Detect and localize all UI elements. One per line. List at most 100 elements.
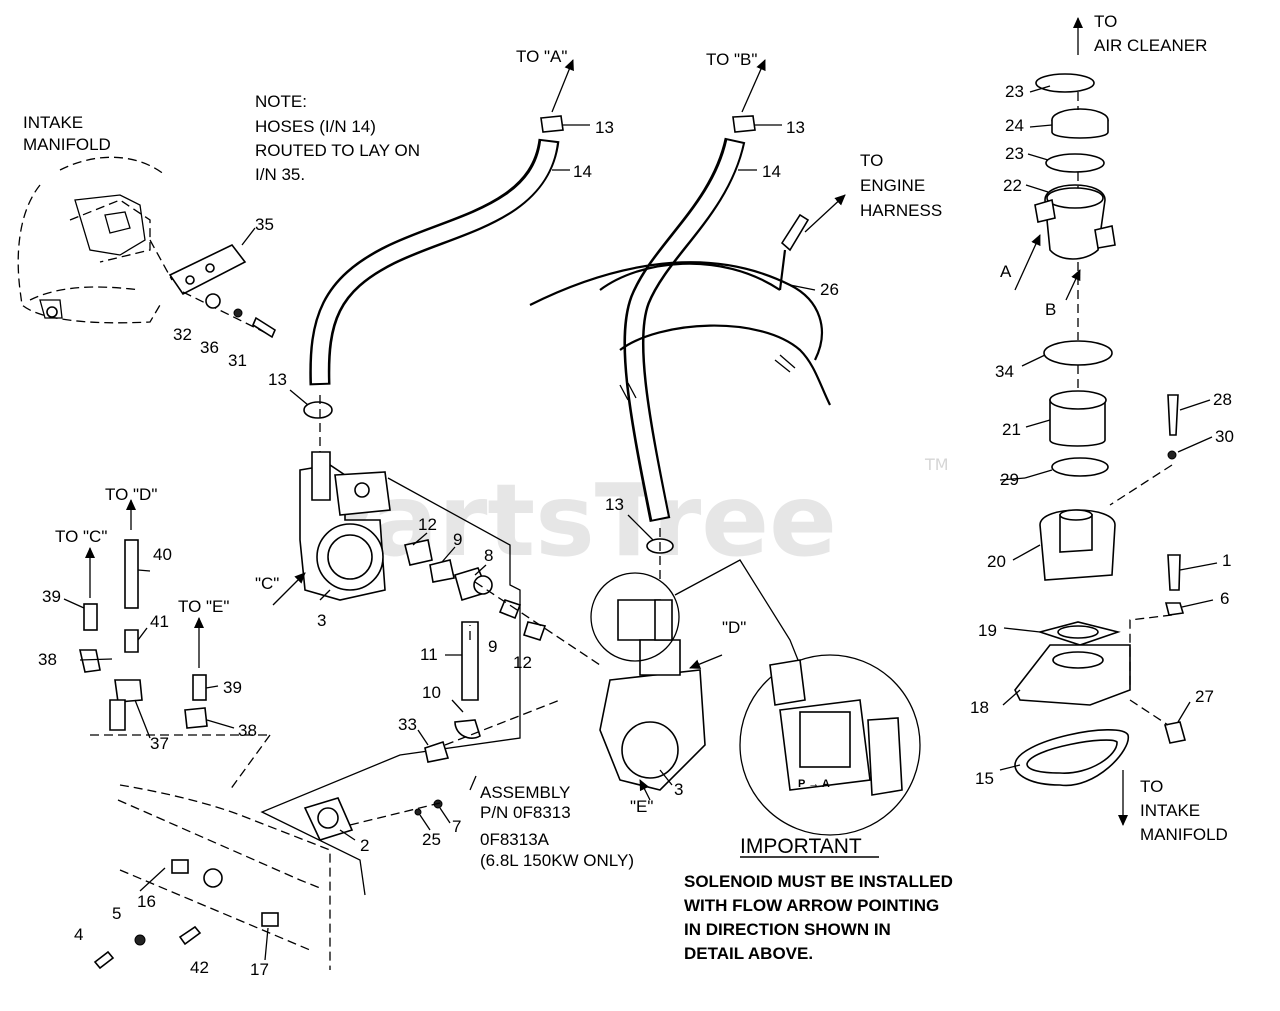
label-intake-manifold-1: INTAKE [23, 113, 83, 132]
part-19: 19 [978, 621, 997, 640]
label-to-engine-harness-2: ENGINE [860, 176, 925, 195]
part-39a: 39 [42, 587, 61, 606]
label-assembly-alt-1: 0F8313A [480, 830, 550, 849]
part-10: 10 [422, 683, 441, 702]
arrow-to-b [741, 59, 766, 113]
label-to-e: TO "E" [178, 597, 229, 616]
clamps-13-lower [303, 395, 674, 580]
intake-manifold-drawing [17, 156, 166, 324]
label-a-marker: A [1000, 262, 1012, 281]
notes-and-labels: INTAKE MANIFOLD NOTE: HOSES (I/N 14) ROU… [23, 12, 1228, 963]
label-intake-manifold-2: MANIFOLD [23, 135, 111, 154]
arrow-d-marker [689, 654, 723, 669]
important-line-1: SOLENOID MUST BE INSTALLED [684, 872, 953, 891]
label-assembly-alt-2: (6.8L 150KW ONLY) [480, 851, 634, 870]
part-38a: 38 [38, 650, 57, 669]
part-5: 5 [112, 904, 121, 923]
label-assembly-1: ASSEMBLY [480, 783, 570, 802]
part-13a: 13 [595, 118, 614, 137]
part-34: 34 [995, 362, 1014, 381]
part-20: 20 [987, 552, 1006, 571]
part-7: 7 [452, 817, 461, 836]
arrow-to-a [551, 59, 574, 113]
label-to-b: TO "B" [706, 50, 757, 69]
part-13b: 13 [786, 118, 805, 137]
part-15: 15 [975, 769, 994, 788]
part-12b: 12 [513, 653, 532, 672]
part-42: 42 [190, 958, 209, 977]
label-to-a: TO "A" [516, 47, 567, 66]
part-39b: 39 [223, 678, 242, 697]
part-40: 40 [153, 545, 172, 564]
arrow-e-marker [639, 779, 651, 801]
label-b-marker: B [1045, 300, 1056, 319]
part-37: 37 [150, 734, 169, 753]
part-14b: 14 [762, 162, 781, 181]
important-title: IMPORTANT [740, 835, 862, 858]
arrow-a [1014, 234, 1041, 291]
label-to-c: TO "C" [55, 527, 107, 546]
part-6: 6 [1220, 589, 1229, 608]
part-35: 35 [255, 215, 274, 234]
throttle-body-3-left [299, 451, 391, 601]
part-callouts: 1 2 3 3 4 5 6 7 8 9 9 11 10 12 12 13 13 … [38, 82, 1234, 979]
label-to-air-cleaner-2: AIR CLEANER [1094, 36, 1207, 55]
solenoid-detail-large: P → A [739, 654, 921, 836]
part-33: 33 [398, 715, 417, 734]
solenoid-flow-arrow: P → A [798, 778, 830, 790]
part-38b: 38 [238, 721, 257, 740]
part-27: 27 [1195, 687, 1214, 706]
mounting-panel [93, 784, 331, 970]
part-41: 41 [150, 612, 169, 631]
part-21: 21 [1002, 420, 1021, 439]
part-13c: 13 [268, 370, 287, 389]
important-line-3: IN DIRECTION SHOWN IN [684, 920, 891, 939]
note-line-2: HOSES (I/N 14) [255, 117, 376, 136]
fittings-8-12 [404, 539, 601, 763]
label-to-engine-harness-1: TO [860, 151, 883, 170]
part-16: 16 [137, 892, 156, 911]
part-28: 28 [1213, 390, 1232, 409]
part-23b: 23 [1005, 144, 1024, 163]
part-9b: 9 [488, 637, 497, 656]
bracket-35 [149, 239, 271, 336]
label-to-d: TO "D" [105, 485, 157, 504]
watermark: PartsTree [300, 462, 837, 579]
part-3-center: 3 [674, 780, 683, 799]
flange-2 [303, 797, 443, 841]
label-to-intake-2: INTAKE [1140, 801, 1200, 820]
part-32: 32 [173, 325, 192, 344]
important-line-4: DETAIL ABOVE. [684, 944, 813, 963]
solenoid-detail-small [590, 559, 801, 666]
label-to-intake-1: TO [1140, 777, 1163, 796]
part-22: 22 [1003, 176, 1022, 195]
note-line-4: I/N 35. [255, 165, 305, 184]
part-10-11: 11 [420, 645, 438, 664]
hose-14-right [623, 137, 746, 523]
note-line-1: NOTE: [255, 92, 307, 111]
regulator-3-center [599, 599, 706, 791]
part-31: 31 [228, 351, 247, 370]
watermark-trademark: TM [924, 455, 949, 474]
label-to-intake-3: MANIFOLD [1140, 825, 1228, 844]
part-14a: 14 [573, 162, 592, 181]
note-line-3: ROUTED TO LAY ON [255, 141, 420, 160]
important-line-2: WITH FLOW ARROW POINTING [684, 896, 939, 915]
part-8: 8 [484, 546, 493, 565]
part-30: 30 [1215, 427, 1234, 446]
label-c-marker: "C" [255, 574, 279, 593]
hose-14-left [309, 138, 560, 386]
air-cleaner-stack [1014, 73, 1187, 787]
label-to-engine-harness-3: HARNESS [860, 201, 942, 220]
part-25: 25 [422, 830, 441, 849]
part-9a: 9 [453, 530, 462, 549]
label-to-air-cleaner-1: TO [1094, 12, 1117, 31]
fittings-37-41 [78, 539, 271, 791]
part-2: 2 [360, 836, 369, 855]
part-18: 18 [970, 698, 989, 717]
part-29: 29 [1000, 470, 1019, 489]
part-1: 1 [1222, 551, 1231, 570]
leader-lines [63, 85, 1218, 961]
